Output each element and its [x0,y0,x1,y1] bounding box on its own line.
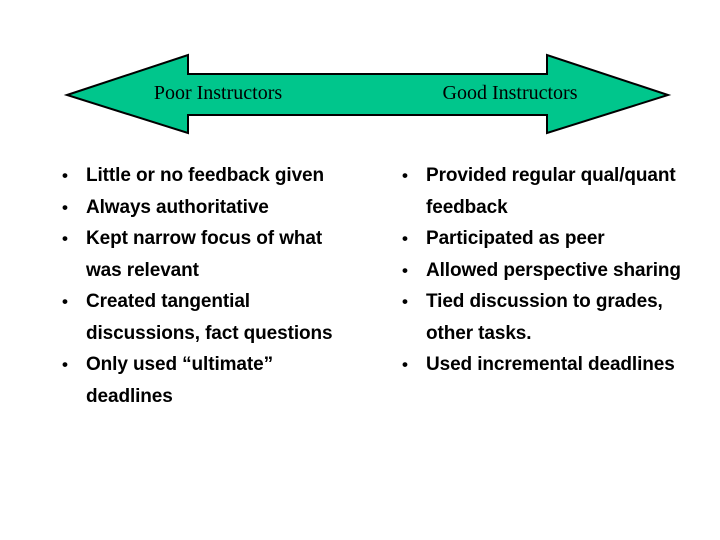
list-item: Allowed perspective sharing [398,255,698,287]
bullet-list-poor-instructors: Little or no feedback given Always autho… [58,160,358,412]
list-item: Little or no feedback given [58,160,358,192]
list-item: Created tangential discussions, fact que… [58,286,358,349]
arrow-label-poor-instructors: Poor Instructors [153,82,283,104]
arrow-banner: Poor Instructors Good Instructors [0,0,720,150]
list-item: Only used “ultimate” deadlines [58,349,358,412]
list-item: Used incremental deadlines [398,349,698,381]
list-item: Tied discussion to grades, other tasks. [398,286,698,349]
list-item: Participated as peer [398,223,698,255]
list-item: Always authoritative [58,192,358,224]
bullet-list-good-instructors: Provided regular qual/quant feedback Par… [398,160,698,381]
list-item: Provided regular qual/quant feedback [398,160,698,223]
list-item: Kept narrow focus of what was relevant [58,223,358,286]
column-poor-instructors: Little or no feedback given Always autho… [58,160,358,412]
arrow-label-good-instructors: Good Instructors [442,82,578,104]
double-headed-arrow-icon [63,53,672,135]
column-good-instructors: Provided regular qual/quant feedback Par… [398,160,698,381]
